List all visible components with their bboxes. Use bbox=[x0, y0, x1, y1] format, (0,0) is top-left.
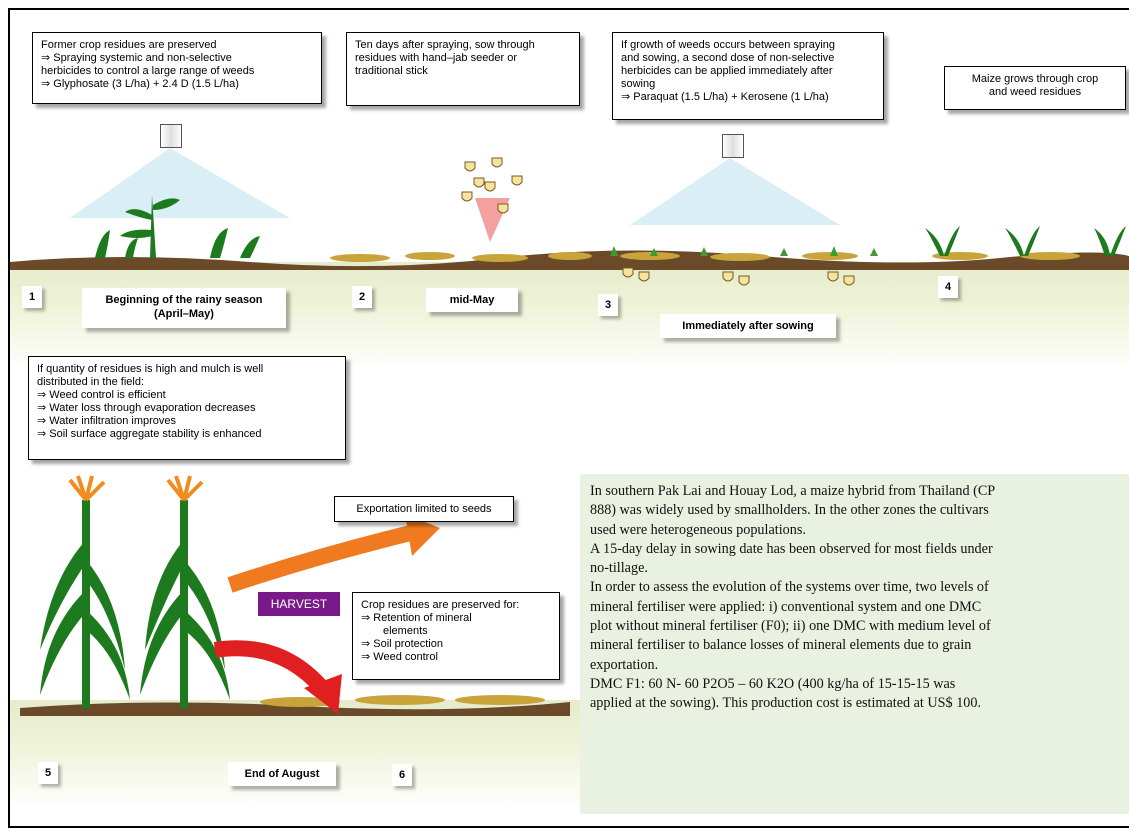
bottom-residues bbox=[260, 695, 545, 707]
maize-plants bbox=[40, 475, 230, 708]
step-number-1: 1 bbox=[22, 286, 42, 308]
textbox-step2-line3: traditional stick bbox=[355, 65, 428, 77]
textbox-step3-line5: Paraquat (1.5 L/ha) + Kerosene (1 L/ha) bbox=[621, 91, 875, 104]
residues-item3: Weed control bbox=[361, 651, 551, 664]
weeds-step1 bbox=[95, 195, 260, 258]
textbox-step4-line2: and weed residues bbox=[988, 86, 1082, 98]
paragraph-line: mineral fertiliser were applied: i) conv… bbox=[590, 598, 982, 615]
paragraph-line: plot without mineral fertiliser (F0); ii… bbox=[590, 618, 991, 635]
paragraph-line: In southern Pak Lai and Houay Lod, a mai… bbox=[590, 483, 996, 499]
step-label-1: Beginning of the rainy season (April–May… bbox=[82, 288, 286, 328]
orange-arrow-body bbox=[227, 524, 417, 593]
paragraph-line: no-tillage. bbox=[590, 560, 648, 577]
soil-strip bbox=[10, 250, 1129, 270]
paragraph-line: DMC F1: 60 N- 60 P2O5 – 60 K2O (400 kg/h… bbox=[590, 675, 956, 692]
paragraph-line: A 15-day delay in sowing date has been o… bbox=[590, 540, 993, 557]
sown-seeds bbox=[622, 267, 855, 286]
step-label-1-line1: Beginning of the rainy season bbox=[105, 294, 263, 306]
textbox-step2-line1: Ten days after spraying, sow through bbox=[355, 39, 535, 51]
textbox-step4-line1: Maize grows through crop bbox=[971, 73, 1099, 85]
textbox-step1-line2: Spraying systemic and non-selective bbox=[41, 52, 313, 65]
textbox-step3-line1: If growth of weeds occurs between sprayi… bbox=[621, 39, 836, 51]
weeds-step3 bbox=[610, 246, 878, 256]
harvest-label: HARVEST bbox=[258, 592, 340, 616]
paragraph-line: In order to assess the evolution of the … bbox=[590, 579, 989, 596]
textbox-step4: Maize grows through crop and weed residu… bbox=[944, 66, 1126, 110]
step-number-2: 2 bbox=[352, 286, 372, 308]
falling-seeds bbox=[461, 157, 523, 214]
paragraph-line: exportation. bbox=[590, 656, 659, 673]
maize-seedlings bbox=[925, 226, 1126, 256]
bottom-soil bbox=[20, 702, 570, 716]
residues-title: Crop residues are preserved for: bbox=[361, 599, 520, 611]
mulch-line2: distributed in the field: bbox=[37, 376, 145, 388]
textbox-step2-line2: residues with hand–jab seeder or bbox=[355, 52, 518, 64]
textbox-exportation: Exportation limited to seeds bbox=[334, 496, 514, 522]
mulch-line5: Water infiltration improves bbox=[37, 415, 337, 428]
spray-cone-1 bbox=[70, 148, 290, 218]
textbox-step1-line3: herbicides to control a large range of w… bbox=[41, 65, 255, 77]
mulch-line4: Water loss through evaporation decreases bbox=[37, 402, 337, 415]
residues-item2: Soil protection bbox=[361, 638, 551, 651]
ground-band-bottom bbox=[10, 700, 580, 810]
step-label-1-line2: (April–May) bbox=[154, 308, 214, 320]
paragraph-line: mineral fertiliser to balance losses of … bbox=[590, 637, 972, 654]
sprayer-head-1 bbox=[160, 124, 182, 148]
description-panel: In southern Pak Lai and Houay Lod, a mai… bbox=[580, 474, 1129, 814]
textbox-step3-line2: and sowing, a second dose of non-selecti… bbox=[621, 52, 835, 64]
bottom-scene-illustration bbox=[20, 475, 570, 716]
sprayer-head-3 bbox=[722, 134, 744, 158]
textbox-step3-line3: herbicides can be applied immediately af… bbox=[621, 65, 833, 77]
top-scene-illustration bbox=[10, 148, 1129, 286]
red-arrow-head bbox=[304, 674, 342, 714]
step-number-3: 3 bbox=[598, 294, 618, 316]
spray-cone-3 bbox=[630, 158, 840, 225]
step-number-4: 4 bbox=[938, 276, 958, 298]
textbox-step1-line4: Glyphosate (3 L/ha) + 2.4 D (1.5 L/ha) bbox=[41, 78, 313, 91]
paragraph-line: applied at the sowing). This production … bbox=[590, 695, 982, 712]
mulch-line6: Soil surface aggregate stability is enha… bbox=[37, 428, 337, 441]
textbox-step3: If growth of weeds occurs between sprayi… bbox=[612, 32, 884, 120]
residues-item1b: elements bbox=[383, 625, 428, 637]
paragraph-line: used were heterogeneous populations. bbox=[590, 521, 806, 538]
residues-item1a: Retention of mineral bbox=[361, 612, 551, 625]
red-arrow-body bbox=[213, 640, 329, 694]
textbox-step2: Ten days after spraying, sow through res… bbox=[346, 32, 580, 106]
orange-arrow-head bbox=[405, 514, 440, 556]
textbox-step1-line1: Former crop residues are preserved bbox=[41, 39, 217, 51]
step-number-5: 5 bbox=[38, 762, 58, 784]
mulch-line1: If quantity of residues is high and mulc… bbox=[37, 363, 264, 375]
textbox-step3-line4: sowing bbox=[621, 78, 656, 90]
residues bbox=[330, 252, 1080, 262]
textbox-mulch-benefits: If quantity of residues is high and mulc… bbox=[28, 356, 346, 460]
textbox-step1: Former crop residues are preserved Spray… bbox=[32, 32, 322, 104]
step-label-56: End of August bbox=[228, 762, 336, 786]
step-label-3: Immediately after sowing bbox=[660, 314, 836, 338]
step-number-6: 6 bbox=[392, 764, 412, 786]
paragraph-line: 888) was widely used by smallholders. In… bbox=[590, 502, 989, 519]
mulch-line3: Weed control is efficient bbox=[37, 389, 337, 402]
step-label-2: mid-May bbox=[426, 288, 518, 312]
textbox-crop-residues: Crop residues are preserved for: Retenti… bbox=[352, 592, 560, 680]
